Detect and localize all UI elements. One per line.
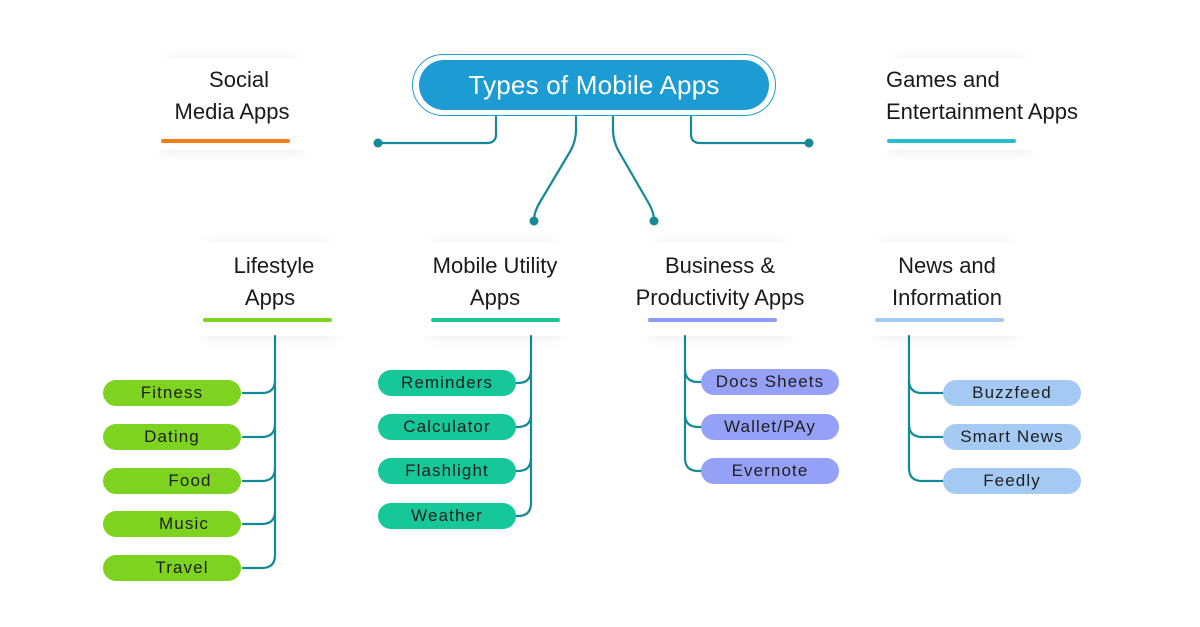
item-label: Weather <box>411 506 483 525</box>
connector-business-trunk <box>683 334 703 473</box>
category-line1: News and <box>898 253 996 278</box>
category-underline <box>887 139 1016 143</box>
root-title: Types of Mobile Apps <box>468 69 720 100</box>
category-games-entertainment: Games and Entertainment Apps <box>880 58 1079 150</box>
item-reminders: Reminders <box>378 370 516 396</box>
item-dating: Dating <box>103 424 241 450</box>
category-line2: Apps <box>469 285 521 310</box>
item-music: Music <box>103 511 241 537</box>
item-label: Buzzfeed <box>972 383 1052 402</box>
category-line2: Media Apps <box>174 99 290 124</box>
item-travel: Travel <box>103 555 241 581</box>
item-label: Food <box>168 471 212 490</box>
connector-dot <box>804 138 814 148</box>
category-line1: Mobile Utility <box>432 253 558 278</box>
item-label: Feedly <box>983 471 1041 490</box>
category-news-information: News and Information <box>868 242 1026 336</box>
item-label: Reminders <box>400 373 494 392</box>
connector-down-left <box>532 115 578 222</box>
connector-lifestyle-trunk <box>241 334 277 570</box>
item-evernote: Evernote <box>701 458 839 484</box>
connector-dot <box>373 138 383 148</box>
category-underline <box>875 318 1004 322</box>
connector-dot <box>529 216 539 226</box>
item-label: Travel <box>155 558 209 577</box>
category-social-media: Social Media Apps <box>152 58 312 150</box>
item-label: Calculator <box>403 417 491 436</box>
category-lifestyle: Lifestyle Apps <box>195 242 345 336</box>
item-label: Docs Sheets <box>715 372 825 391</box>
item-smart-news: Smart News <box>943 424 1081 450</box>
category-underline <box>161 139 290 143</box>
connector-down-right <box>611 115 656 222</box>
category-line2: Entertainment Apps <box>886 99 1079 124</box>
category-underline <box>431 318 560 322</box>
category-business-productivity: Business & Productivity Apps <box>636 242 804 336</box>
item-food: Food <box>103 468 241 494</box>
item-weather: Weather <box>378 503 516 529</box>
item-docs-sheets: Docs Sheets <box>701 369 839 395</box>
item-label: Dating <box>144 427 200 446</box>
category-line1: Social <box>209 67 269 92</box>
category-line1: Games and <box>886 67 1000 92</box>
item-label: Fitness <box>140 383 204 402</box>
root-node: Types of Mobile Apps <box>419 60 769 110</box>
item-label: Flashlight <box>405 461 489 480</box>
item-calculator: Calculator <box>378 414 516 440</box>
item-fitness: Fitness <box>103 380 241 406</box>
connector-news-trunk <box>907 334 945 483</box>
connector-utility-trunk <box>514 334 533 518</box>
item-label: Wallet/PAy <box>724 417 816 436</box>
item-feedly: Feedly <box>943 468 1081 494</box>
connector-dot <box>649 216 659 226</box>
connector-games <box>689 115 811 145</box>
item-buzzfeed: Buzzfeed <box>943 380 1081 406</box>
category-underline <box>648 318 777 322</box>
category-line2: Information <box>891 285 1003 310</box>
item-label: Evernote <box>731 461 809 480</box>
connector-social <box>376 115 498 145</box>
item-flashlight: Flashlight <box>378 458 516 484</box>
category-line1: Business & <box>664 253 776 278</box>
category-line2: Apps <box>244 285 296 310</box>
item-label: Smart News <box>960 427 1064 446</box>
item-label: Music <box>159 514 209 533</box>
category-line2: Productivity Apps <box>635 285 805 310</box>
category-underline <box>203 318 332 322</box>
category-mobile-utility: Mobile Utility Apps <box>420 242 570 336</box>
item-wallet-pay: Wallet/PAy <box>701 414 839 440</box>
category-line1: Lifestyle <box>233 253 315 278</box>
